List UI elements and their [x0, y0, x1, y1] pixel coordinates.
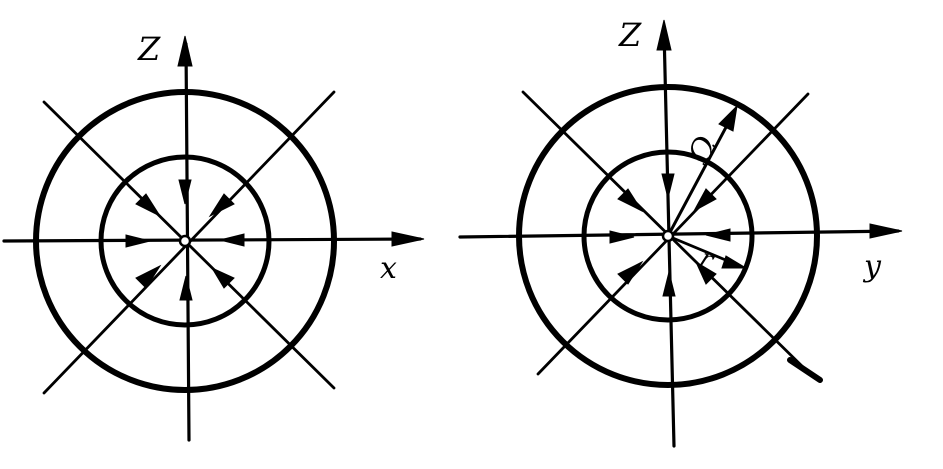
- right-y-axis-arrowhead: [869, 223, 903, 239]
- left-arrow-ne: [208, 193, 235, 218]
- right-y-axis: [458, 229, 900, 239]
- left-arrow-top: [178, 179, 192, 205]
- right-arrow-se: [694, 260, 717, 285]
- right-arrow-sw: [617, 260, 644, 285]
- right-arrow-top: [661, 173, 675, 199]
- right-arrow-bottom: [662, 271, 676, 297]
- right-arrow-left: [609, 230, 635, 244]
- left-arrow-bottom: [179, 275, 193, 301]
- left-arrow-left: [125, 234, 151, 248]
- right-z-axis-arrowhead: [656, 19, 672, 51]
- left-arrow-right: [219, 233, 245, 247]
- radius-vector-arrowhead: [721, 255, 748, 269]
- left-x-label: x: [380, 251, 397, 286]
- left-x-axis-arrowhead: [391, 231, 425, 247]
- omega-vector: [666, 114, 734, 238]
- omega-label: Ω: [679, 130, 725, 172]
- left-x-axis: [2, 237, 422, 243]
- right-arrow-nw: [617, 188, 644, 213]
- right-arrow-right: [705, 228, 731, 242]
- right-panel: Z y Ω r: [458, 16, 903, 448]
- left-arrow-sw: [135, 264, 162, 289]
- right-arrow-ne: [692, 188, 717, 213]
- left-panel: Z x: [2, 30, 425, 442]
- right-center-point: [661, 229, 675, 243]
- left-z-label: Z: [137, 30, 161, 68]
- left-z-axis-arrowhead: [177, 35, 193, 67]
- omega-vector-arrowhead: [718, 104, 738, 132]
- left-arrow-nw: [135, 193, 162, 218]
- right-z-label: Z: [618, 16, 642, 54]
- right-diagonal-se-tail: [787, 357, 823, 383]
- left-arrow-se: [210, 266, 235, 289]
- right-y-label: y: [862, 249, 882, 284]
- left-center-point: [178, 234, 192, 248]
